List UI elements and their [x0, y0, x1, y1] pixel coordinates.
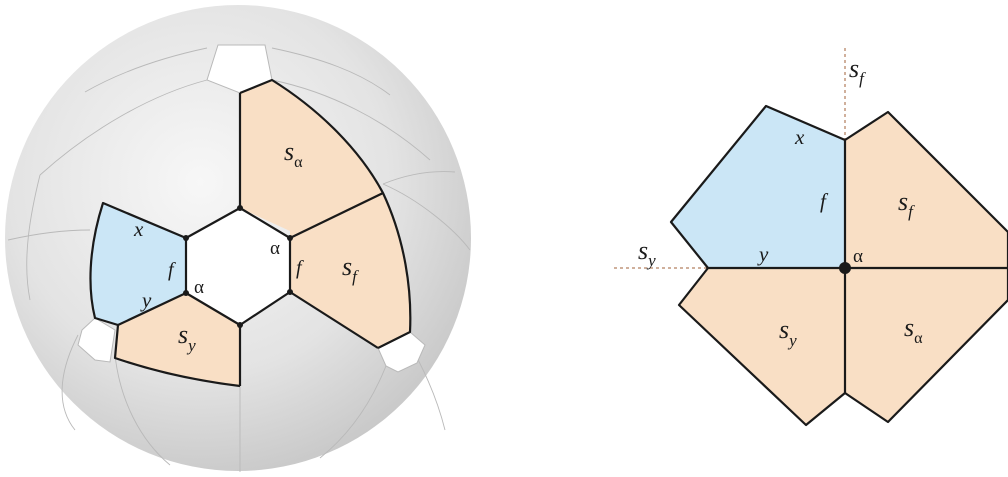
face-s-alpha — [240, 80, 383, 242]
face-x — [90, 203, 186, 325]
sphere-label-f-right: f — [296, 257, 304, 279]
flat-guide-label-s-y: sy — [638, 236, 656, 270]
sphere-label-y: y — [140, 288, 152, 312]
flat-label-s-y: sy — [779, 315, 797, 350]
flat-face-s-y — [679, 268, 845, 425]
sphere-label-x: x — [133, 217, 144, 241]
flat-label-alpha: α — [853, 246, 863, 267]
flat-label-s-f: sf — [898, 187, 915, 221]
face-s-y — [115, 293, 240, 386]
flat-figure: sf sy x f y α sf sy sα — [614, 48, 1008, 427]
flat-face-x — [671, 106, 845, 268]
flat-face-s-f — [845, 112, 1008, 268]
face-s-f — [290, 193, 411, 348]
flat-face-s-alpha — [845, 268, 1008, 422]
flat-label-y: y — [757, 242, 769, 266]
sphere-label-s-alpha: sα — [284, 137, 303, 171]
sphere-label-f-left: f — [168, 259, 176, 281]
sphere-vertices — [183, 205, 293, 328]
center-hexagon — [186, 208, 290, 325]
sphere-seams — [7, 47, 471, 472]
flat-guide-label-s-f: sf — [849, 54, 866, 88]
sphere-label-s-y: sy — [178, 320, 196, 355]
sphere-figure: x f y α α f sα sf sy — [5, 5, 471, 472]
sphere-label-s-f: sf — [342, 252, 359, 286]
flat-label-x: x — [794, 125, 805, 149]
flat-label-s-alpha: sα — [904, 313, 923, 347]
sphere-label-alpha-left: α — [194, 277, 204, 298]
flat-center-vertex — [839, 262, 851, 274]
sphere-label-alpha-right: α — [270, 238, 280, 259]
flat-label-f: f — [820, 189, 829, 213]
